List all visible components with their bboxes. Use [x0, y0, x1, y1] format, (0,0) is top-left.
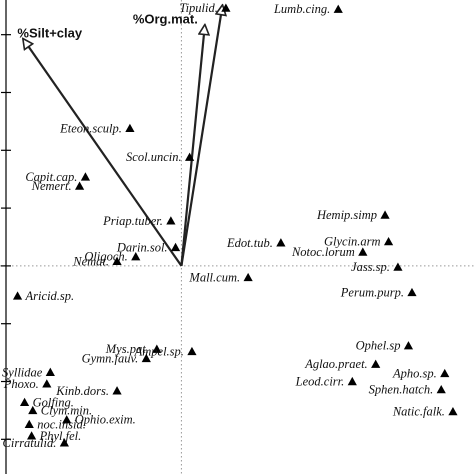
- species-label: Ampel.sp.: [134, 344, 184, 358]
- species-marker: [152, 344, 162, 353]
- vector-arrow: [180, 6, 222, 267]
- species-marker: [24, 419, 34, 428]
- species-marker: [393, 262, 403, 271]
- species-label: Lumb.cing.: [273, 2, 330, 16]
- species-points: Tipulid. Lumb.cing. Eteon.sculp. Scol.uncin…: [2, 1, 458, 450]
- species-label: Capit.cap.: [25, 170, 77, 184]
- species-label: Aricid.sp.: [25, 289, 75, 303]
- species-marker: [80, 172, 91, 181]
- species-marker: [185, 152, 195, 161]
- species-label: Apho.sp.: [392, 366, 437, 380]
- species-label: Nemert.: [31, 179, 72, 193]
- species-marker: [19, 397, 30, 407]
- species-label: Phoxo.: [3, 377, 39, 391]
- species-label: Cirratulid.: [3, 436, 57, 450]
- species-label: Priap.tuber.: [102, 214, 163, 228]
- vector-label: %Silt+clay: [17, 25, 82, 40]
- species-label: Gymn.fauv.: [82, 351, 139, 365]
- species-label: Darin.sol.: [116, 240, 168, 254]
- species-marker: [383, 237, 394, 246]
- species-marker: [440, 368, 450, 378]
- species-label: Syllidae: [2, 365, 43, 379]
- species-label: Clym.min.: [41, 403, 92, 417]
- species-label: Leod.cirr.: [295, 375, 345, 389]
- species-label: Natic.falk.: [392, 405, 445, 419]
- species-marker: [407, 287, 417, 297]
- species-label: Glycin.arm: [324, 235, 381, 249]
- vector-arrow: [23, 39, 183, 267]
- species-marker: [59, 438, 69, 447]
- species-label: Mall.cum.: [188, 270, 240, 284]
- species-label: Mys.pat.: [105, 342, 149, 356]
- species-marker: [141, 353, 151, 363]
- species-label: Edot.tub.: [226, 236, 273, 250]
- species-marker: [358, 247, 368, 256]
- species-label: Aglao.praet.: [304, 357, 368, 371]
- species-marker: [12, 291, 23, 300]
- species-label: Ophio.exim.: [75, 413, 136, 427]
- species-marker: [347, 376, 357, 386]
- species-label: noc.insid.: [37, 417, 86, 431]
- species-label: Ophel.sp: [356, 339, 401, 353]
- species-marker: [243, 272, 253, 282]
- species-marker: [333, 4, 343, 13]
- species-label: Sphen.hatch.: [369, 383, 434, 397]
- environmental-vectors: %Silt+clay %Org.mat.: [17, 6, 222, 267]
- species-marker: [112, 386, 122, 395]
- species-marker: [131, 252, 141, 261]
- species-marker: [28, 405, 38, 415]
- species-label: Jass.sp.: [351, 260, 390, 274]
- species-label: Golfing.: [33, 395, 74, 409]
- species-marker: [221, 3, 231, 12]
- species-marker: [403, 341, 414, 350]
- species-marker: [74, 181, 85, 190]
- species-marker: [42, 379, 52, 388]
- species-label: Scol.uncin.: [126, 150, 182, 164]
- species-marker: [276, 238, 286, 247]
- species-marker: [125, 123, 135, 133]
- species-label: Notoc.lorum: [291, 245, 355, 259]
- species-label: Phyl.fel.: [39, 429, 82, 443]
- species-marker: [27, 431, 37, 440]
- species-label: Hemip.simp: [316, 208, 377, 222]
- species-label: Tipulid.: [179, 1, 218, 15]
- vector-arrow: [180, 25, 204, 267]
- species-label: Perum.purp.: [340, 285, 404, 299]
- species-marker: [371, 359, 381, 368]
- vector-label: %Org.mat.: [133, 11, 198, 26]
- species-label: Kinb.dors.: [55, 384, 109, 398]
- species-marker: [436, 385, 446, 394]
- species-marker: [380, 210, 390, 219]
- species-marker: [448, 406, 458, 416]
- species-marker: [170, 242, 181, 252]
- species-marker: [112, 256, 122, 265]
- species-label: Eteon.sculp.: [59, 121, 122, 135]
- species-marker: [187, 346, 197, 356]
- species-label: Nemat.: [72, 254, 109, 268]
- species-marker: [45, 367, 55, 376]
- species-marker: [62, 415, 72, 424]
- species-marker: [166, 216, 176, 225]
